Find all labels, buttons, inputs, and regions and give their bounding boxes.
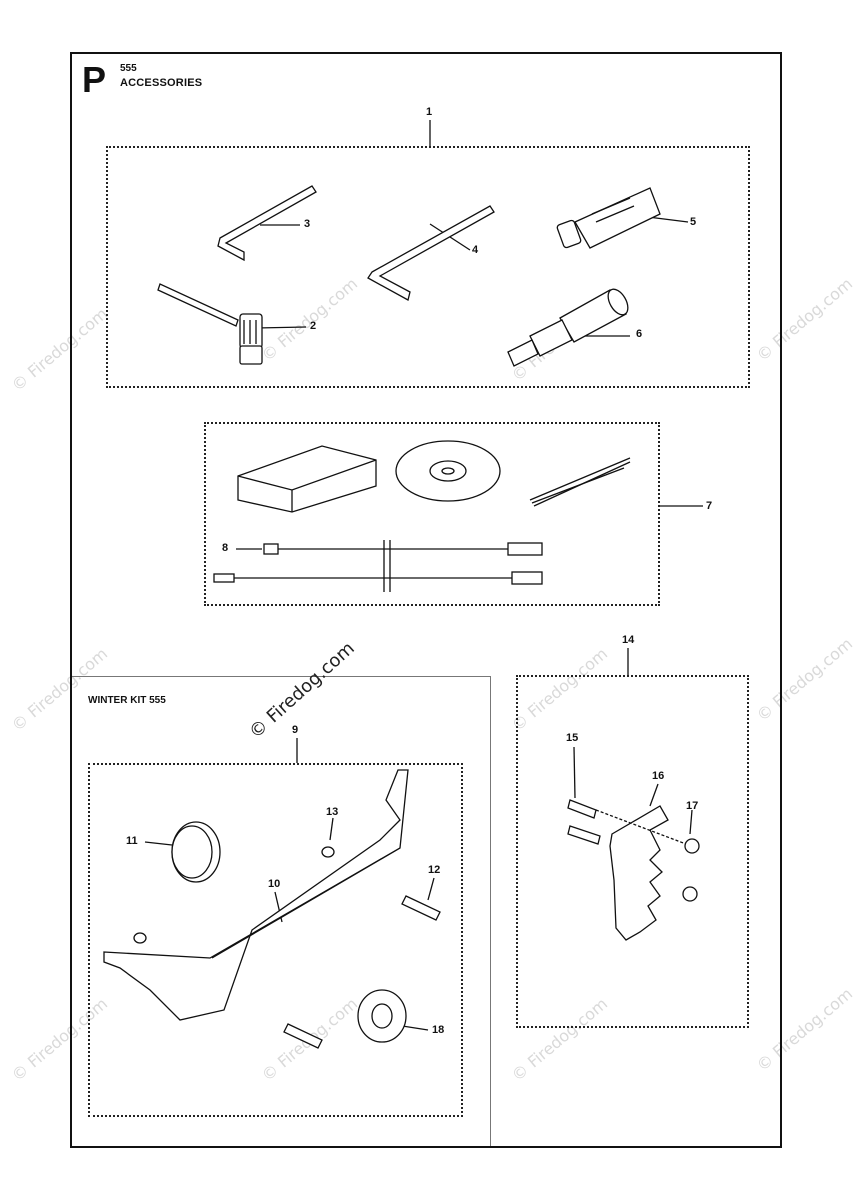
callout-5: 5: [690, 216, 697, 228]
winter-kit-label: WINTER KIT 555: [88, 695, 166, 706]
callout-18: 18: [432, 1024, 445, 1036]
callout-8: 8: [222, 542, 229, 554]
callout-2: 2: [310, 320, 317, 332]
callout-15: 15: [566, 732, 579, 744]
page-title: ACCESSORIES: [120, 77, 203, 89]
callout-9: 9: [292, 724, 299, 736]
callout-10: 10: [268, 878, 281, 890]
callout-17: 17: [686, 800, 699, 812]
tool-kit-box: [106, 146, 750, 388]
section-letter: P: [82, 59, 107, 100]
model-number: 555: [120, 63, 137, 74]
callout-14: 14: [622, 634, 635, 646]
callout-1: 1: [426, 106, 433, 118]
callout-11: 11: [126, 835, 138, 847]
page-frame: [70, 52, 782, 1148]
callout-7: 7: [706, 500, 713, 512]
callout-16: 16: [652, 770, 665, 782]
spike-kit-box: [516, 675, 749, 1028]
winter-kit-box: [88, 763, 463, 1117]
callout-12: 12: [428, 864, 441, 876]
callout-3: 3: [304, 218, 311, 230]
winter-kit-panel: [72, 676, 491, 1146]
diagnostic-kit-box: [204, 422, 660, 606]
callout-6: 6: [636, 328, 643, 340]
callout-4: 4: [472, 244, 479, 256]
callout-13: 13: [326, 806, 339, 818]
